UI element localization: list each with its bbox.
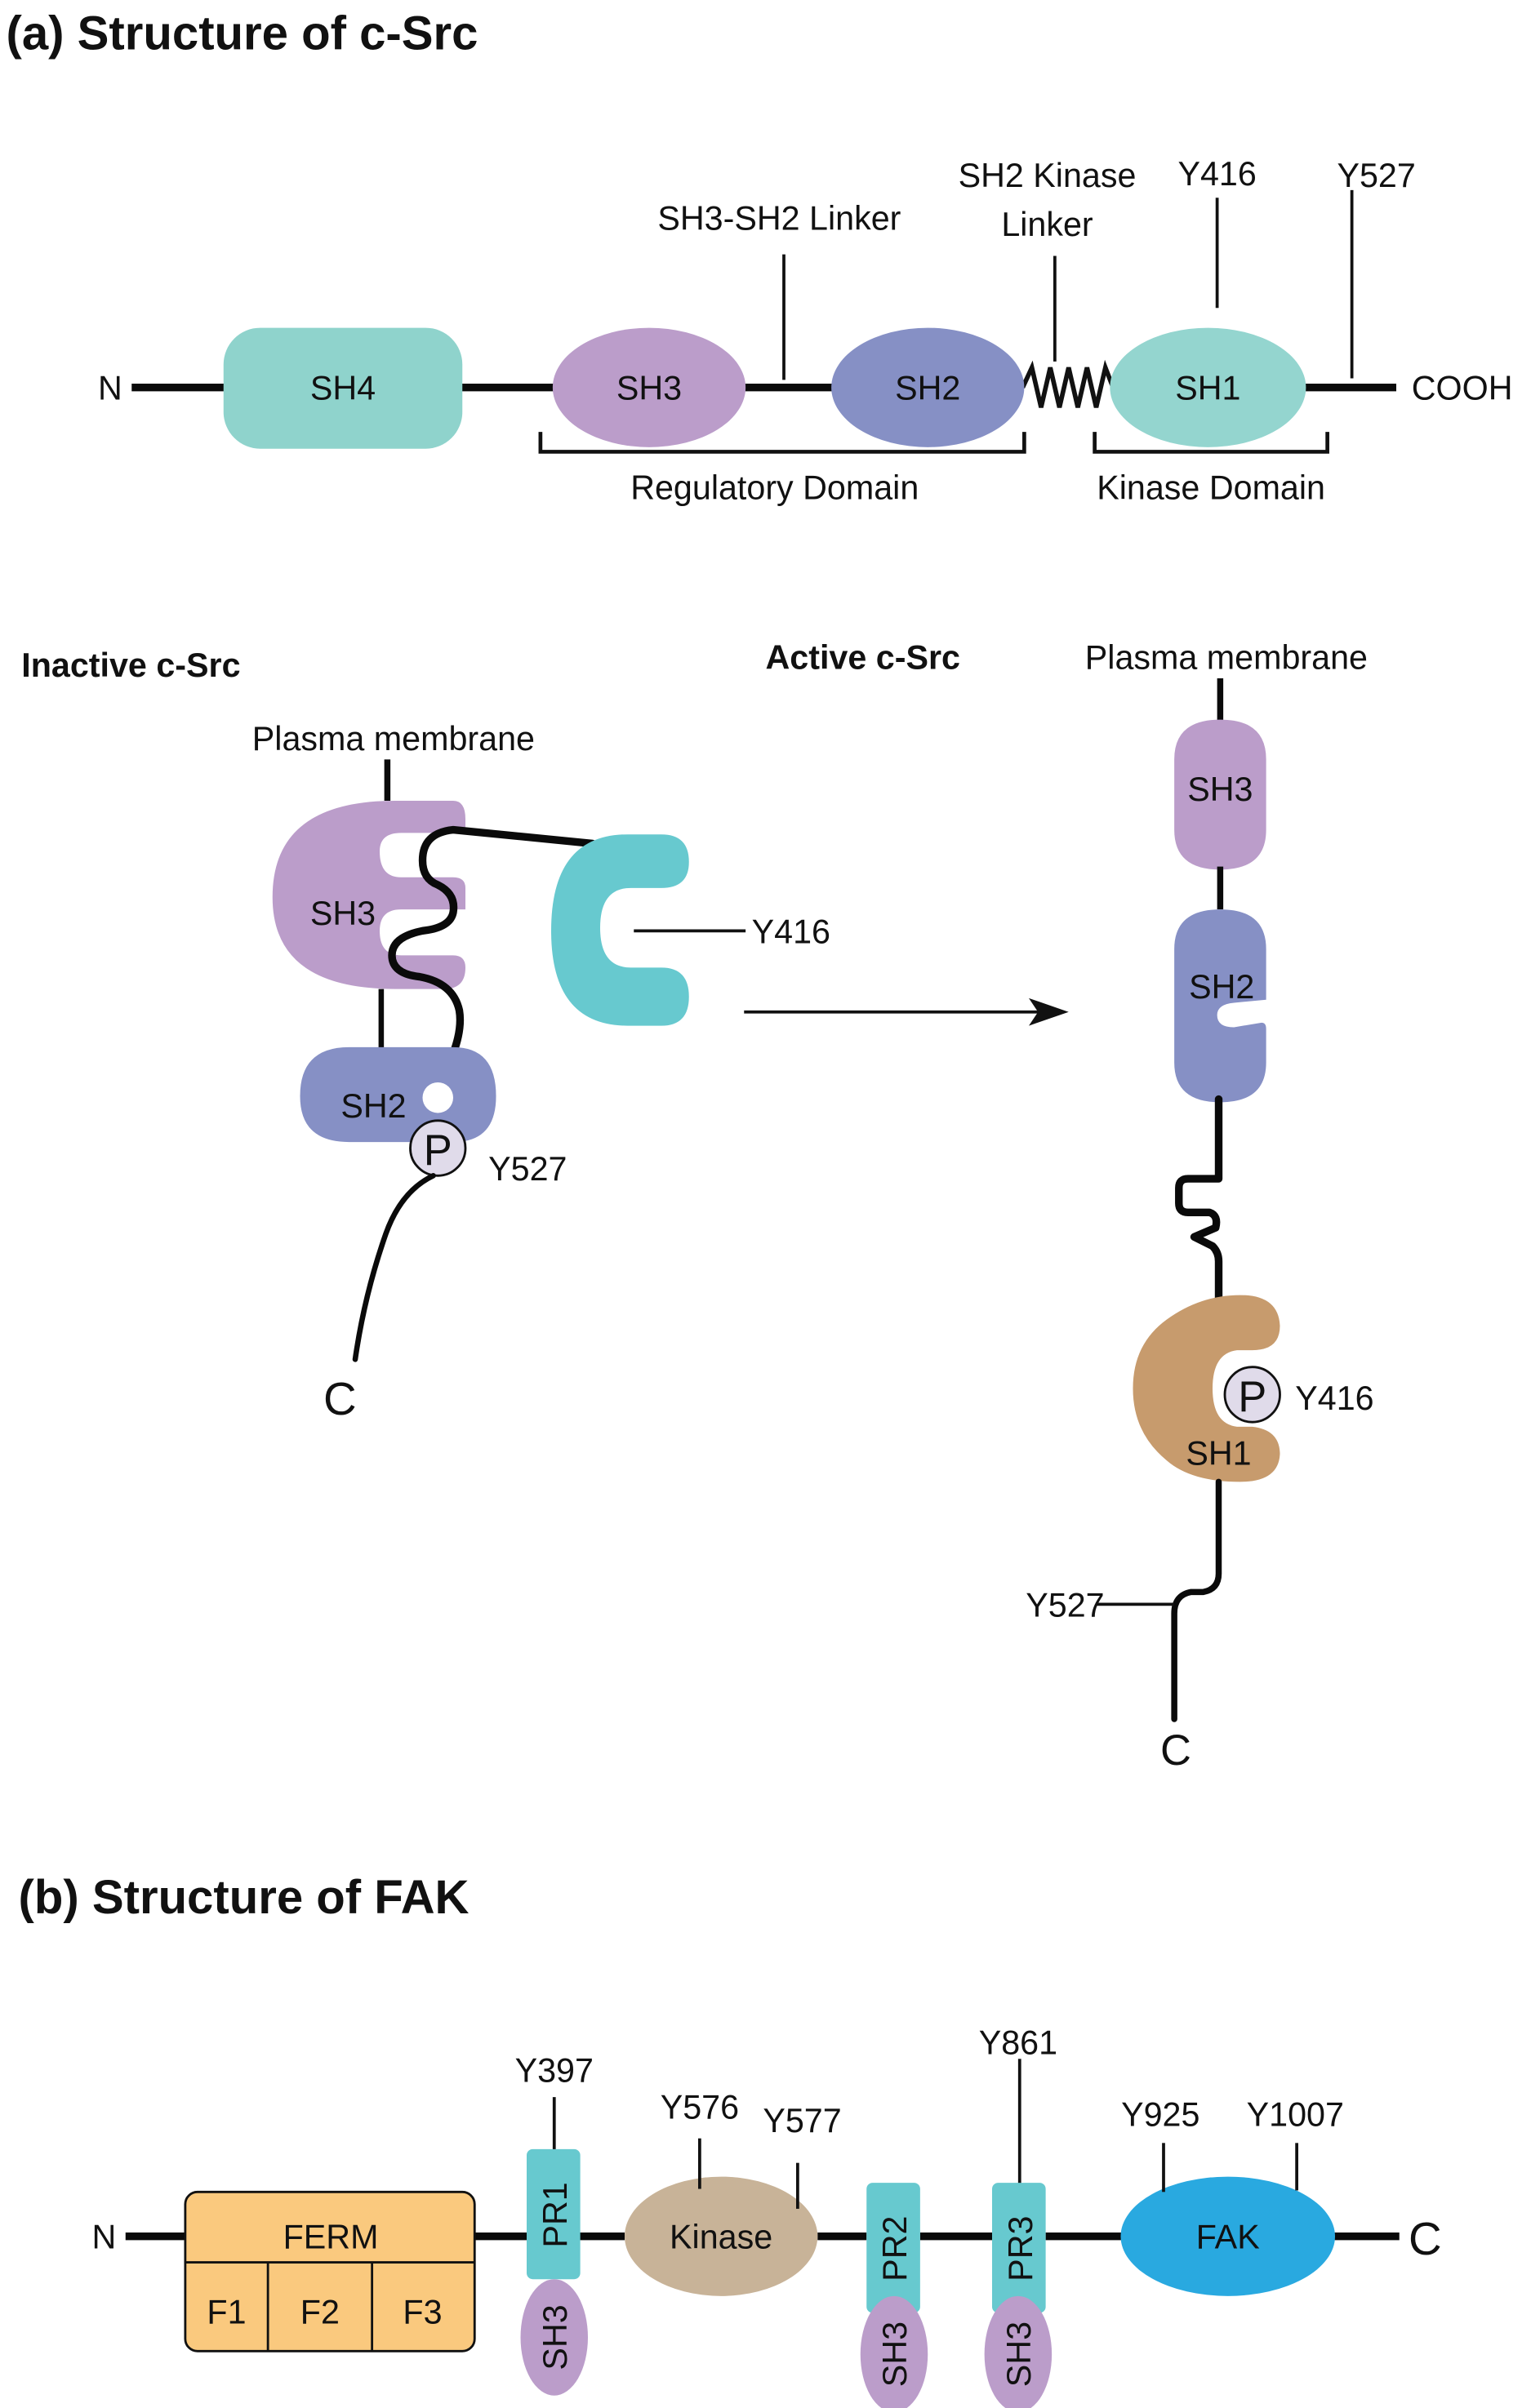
- pr3-sh3-label: SH3: [1000, 2321, 1038, 2387]
- active-c-terminus: C: [1160, 1726, 1191, 1775]
- sh3-sh2-linker-label: SH3-SH2 Linker: [657, 200, 901, 238]
- y1007-label: Y1007: [1247, 2096, 1344, 2134]
- y416-label: Y416: [1177, 155, 1256, 193]
- ferm-box: [184, 2190, 476, 2352]
- inactive-csrc: Inactive c-Src Plasma membrane SH3 Y416 …: [21, 646, 830, 1424]
- active-heading: Active c-Src: [766, 639, 960, 677]
- inactive-sh2: [300, 1046, 496, 1143]
- inactive-sh3-label: SH3: [310, 895, 376, 932]
- pr3-label: PR3: [1002, 2216, 1039, 2281]
- ferm-label: FERM: [283, 2219, 379, 2256]
- inactive-y416-label: Y416: [752, 913, 830, 950]
- fak-fat-group: FAK Y925 Y1007: [1120, 2096, 1344, 2296]
- fak-c-terminus: C: [1409, 2213, 1442, 2264]
- n-terminus-label: N: [98, 370, 122, 407]
- fak-n-terminus: N: [92, 2219, 117, 2256]
- domain-sh3-label: SH3: [616, 370, 682, 407]
- pr2-label: PR2: [876, 2216, 914, 2281]
- active-membrane-label: Plasma membrane: [1085, 639, 1368, 677]
- right-arrow-icon: [1029, 997, 1069, 1026]
- pr2-sh3-label: SH3: [876, 2321, 914, 2387]
- pr3-sh3: [984, 2295, 1053, 2408]
- inactive-sh2-label: SH2: [340, 1087, 406, 1125]
- active-sh2-kinase-linker: [1175, 1095, 1223, 1302]
- inactive-sh2-pocket: [422, 1082, 453, 1113]
- panel-b-title: (b) Structure of FAK: [19, 1871, 470, 1924]
- y925-label: Y925: [1121, 2096, 1199, 2134]
- y861-label: Y861: [979, 2024, 1057, 2062]
- inactive-wavy-linker: [388, 825, 597, 1057]
- inactive-membrane-label: Plasma membrane: [252, 720, 535, 757]
- pr1-sh3-label: SH3: [536, 2304, 574, 2370]
- panel-a-title: (a) Structure of c-Src: [7, 7, 478, 60]
- inactive-phospho-label: P: [424, 1126, 452, 1175]
- pr2-sh3: [860, 2295, 928, 2408]
- activation-arrow: [744, 997, 1069, 1026]
- sh2-kinase-linker-label-line2: Linker: [1001, 206, 1093, 243]
- cooh-terminus-label: COOH: [1412, 370, 1513, 407]
- sh2-kinase-linker-label-line1: SH2 Kinase: [959, 157, 1137, 194]
- active-csrc: Active c-Src Plasma membrane SH3 SH2 SH1…: [766, 639, 1374, 1775]
- active-sh2-label: SH2: [1189, 968, 1254, 1006]
- active-y527-label: Y527: [1026, 1586, 1104, 1624]
- ferm-f2: F2: [300, 2294, 340, 2331]
- domain-sh1: [1110, 327, 1306, 447]
- kinase-domain-bracket: [1093, 432, 1329, 454]
- pr3-box: [992, 2183, 1046, 2313]
- active-sh3-label: SH3: [1187, 771, 1253, 808]
- y527-label: Y527: [1337, 157, 1415, 194]
- pr1-group: Y397 PR1 SH3: [515, 2051, 594, 2396]
- y397-label: Y397: [515, 2051, 594, 2089]
- active-y416-label: Y416: [1295, 1379, 1373, 1417]
- fak-kinase-domain: [625, 2176, 818, 2296]
- active-phospho-label: P: [1238, 1373, 1266, 1421]
- domain-sh1-label: SH1: [1175, 370, 1240, 407]
- domain-sh4: [223, 327, 463, 449]
- domain-sh4-label: SH4: [310, 370, 376, 407]
- active-sh1-label: SH1: [1186, 1435, 1251, 1473]
- pr1-sh3: [520, 2279, 588, 2396]
- active-sh3: [1174, 719, 1266, 870]
- inactive-y527-label: Y527: [488, 1150, 567, 1188]
- inactive-sh3: [272, 800, 465, 989]
- regulatory-domain-label: Regulatory Domain: [630, 469, 919, 507]
- fak-kinase-label: Kinase: [670, 2219, 772, 2256]
- ferm-f3: F3: [403, 2294, 442, 2331]
- y576-label: Y576: [661, 2088, 739, 2126]
- ferm-domain: FERM F1 F2 F3: [184, 2190, 476, 2352]
- domain-sh2: [831, 327, 1025, 447]
- domain-sh3: [552, 327, 746, 447]
- sh2-kinase-linker-zigzag: [1020, 359, 1115, 408]
- csrc-linear-diagram: N COOH SH4 SH3 SH2 SH1 SH3-SH2 Linker SH…: [98, 155, 1513, 506]
- pr2-box: [866, 2183, 920, 2313]
- kinase-domain-label: Kinase Domain: [1097, 469, 1325, 507]
- active-sh1: [1133, 1295, 1280, 1482]
- inactive-heading: Inactive c-Src: [21, 646, 240, 684]
- pr2-group: PR2 SH3: [860, 2183, 928, 2408]
- ferm-f1: F1: [207, 2294, 246, 2331]
- domain-sh2-label: SH2: [895, 370, 960, 407]
- active-c-tail: [1171, 1478, 1222, 1722]
- y577-label: Y577: [763, 2102, 841, 2139]
- pr3-group: Y861 PR3 SH3: [979, 2024, 1057, 2408]
- panel-a: (a) Structure of c-Src N COOH SH4 SH3 SH…: [7, 7, 1513, 1775]
- inactive-c-terminus: C: [323, 1373, 357, 1424]
- active-sh2: [1174, 909, 1266, 1103]
- fak-fat-domain: [1120, 2176, 1335, 2296]
- fak-fat-label: FAK: [1196, 2219, 1260, 2256]
- regulatory-domain-bracket: [538, 432, 1026, 454]
- fak-kinase-group: Kinase Y576 Y577: [625, 2088, 842, 2296]
- panel-b: (b) Structure of FAK N C FERM F1 F2 F3 Y…: [19, 1871, 1442, 2408]
- inactive-phospho-y527: [409, 1119, 467, 1177]
- inactive-kinase-domain: [551, 834, 689, 1026]
- active-phospho-y416: [1223, 1366, 1281, 1424]
- pr1-box: [527, 2148, 581, 2280]
- inactive-c-tail: [352, 1173, 436, 1362]
- pr1-label: PR1: [536, 2182, 574, 2247]
